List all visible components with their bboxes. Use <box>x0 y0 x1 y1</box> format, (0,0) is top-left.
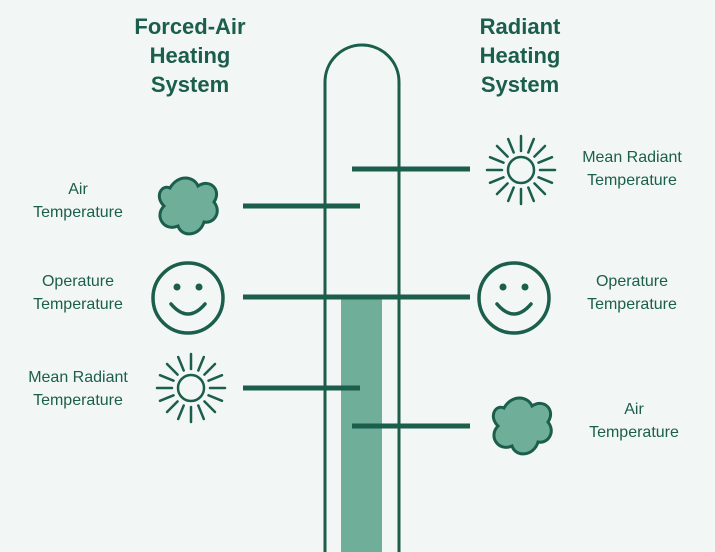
heading-line: Heating <box>149 43 231 68</box>
label-line: Mean Radiant <box>582 149 682 166</box>
left-mean-radiant-temperature-label: Mean Radiant Temperature <box>8 366 148 412</box>
right-mean-radiant-temperature-label: Mean Radiant Temperature <box>562 146 702 192</box>
left-air-temperature-label: Air Temperature <box>8 178 148 224</box>
label-line: Temperature <box>589 424 679 441</box>
smiley-face-icon <box>151 261 225 335</box>
right-operative-temperature-label: Operature Temperature <box>562 270 702 316</box>
heading-line: System <box>150 72 230 97</box>
label-line: Operature <box>595 273 669 290</box>
right-air-temperature-label: Air Temperature <box>564 398 704 444</box>
heading-line: Forced-Air <box>134 14 246 39</box>
left-operative-temperature-label: Operature Temperature <box>8 270 148 316</box>
heading-line: Radiant <box>479 14 561 39</box>
cloud-icon <box>157 176 219 236</box>
label-line: Temperature <box>587 172 677 189</box>
label-line: Temperature <box>33 296 123 313</box>
sun-icon <box>155 352 227 424</box>
label-line: Temperature <box>33 204 123 221</box>
label-line: Operature <box>41 273 115 290</box>
heading-line: Heating <box>479 43 561 68</box>
forced-air-heading: Forced-Air Heating System <box>105 12 275 99</box>
thermometer-tube <box>323 43 401 552</box>
smiley-face-icon <box>477 261 551 335</box>
cloud-icon <box>491 396 553 456</box>
label-line: Air <box>68 181 88 198</box>
radiant-heading: Radiant Heating System <box>440 12 600 99</box>
label-line: Temperature <box>587 296 677 313</box>
label-line: Temperature <box>33 392 123 409</box>
heading-line: System <box>480 72 560 97</box>
label-line: Mean Radiant <box>28 369 128 386</box>
label-line: Air <box>624 401 644 418</box>
sun-icon <box>485 134 557 206</box>
